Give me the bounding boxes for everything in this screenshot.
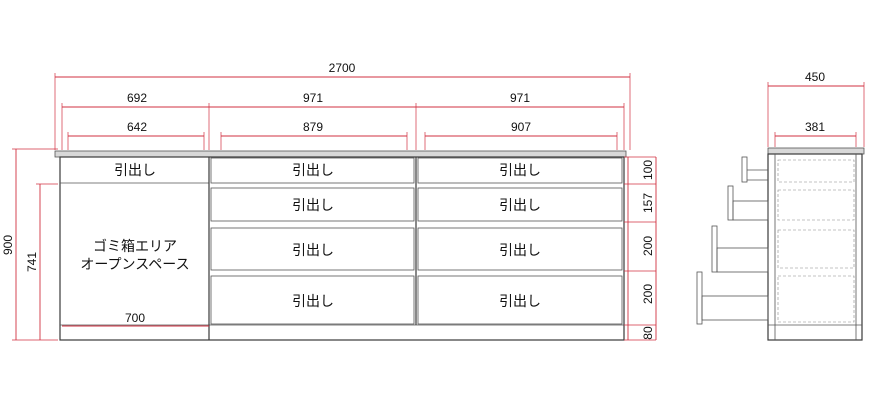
side-drawer-body-2: [732, 200, 769, 221]
dim-height-4: 200: [641, 284, 655, 304]
dim-side-inner-depth: 381: [805, 120, 825, 134]
side-drawer-body-4: [701, 295, 769, 321]
drawer-3-2: [417, 187, 623, 222]
open-space-label: オープンスペース: [80, 257, 189, 273]
drawer-label: 引出し: [499, 243, 541, 259]
dim-height-5: 80: [641, 326, 655, 340]
drawer-3-3: [417, 227, 623, 271]
front-carcass: [59, 156, 625, 341]
side-drawer-box-3: [777, 229, 855, 269]
drawer-label: 引出し: [499, 163, 541, 179]
dim-total-width: 2700: [329, 61, 356, 75]
drawer-label: 引出し: [292, 243, 334, 259]
front-view: 引出し 引出し 引出し 引出し 引出し 引出し 引出し 引出し 引出し ゴミ箱エ…: [54, 150, 627, 341]
drawer-2-1: [210, 157, 415, 184]
countertop: [54, 150, 627, 158]
dim-total-height: 900: [1, 235, 15, 255]
dim-inner-2: 879: [303, 120, 323, 134]
drawer-2-3: [210, 227, 415, 271]
drawer-2-4: [210, 275, 415, 325]
side-drawer-body-3: [716, 247, 769, 273]
side-countertop: [767, 147, 865, 155]
side-drawer-box-1: [777, 159, 855, 183]
dim-width-2: 971: [303, 91, 323, 105]
drawer-label: 引出し: [499, 294, 541, 310]
side-view: 450 381: [696, 70, 865, 341]
dim-inner-1: 642: [127, 120, 147, 134]
dim-inner-3: 907: [511, 120, 531, 134]
drawer-label: 引出し: [499, 198, 541, 214]
drawer-label: 引出し: [292, 198, 334, 214]
side-drawer-front-2: [727, 185, 734, 221]
drawer-label: 引出し: [292, 163, 334, 179]
side-drawer-box-2: [777, 189, 855, 221]
drawer-label: 引出し: [292, 294, 334, 310]
side-drawer-front-3: [711, 225, 718, 273]
dim-width-1: 692: [127, 91, 147, 105]
drawer-label: 引出し: [114, 163, 156, 179]
dim-trash-width: 700: [125, 311, 145, 325]
dim-inner-height: 741: [25, 252, 39, 272]
dim-height-3: 200: [641, 236, 655, 256]
front-dimensions: 2700 692 971 971 642 879 907 700 900: [1, 61, 657, 341]
dim-height-1: 100: [641, 160, 655, 180]
drawer-2-2: [210, 187, 415, 222]
dim-height-2: 157: [641, 193, 655, 213]
side-carcass: [767, 153, 863, 341]
trash-area-label: ゴミ箱エリア: [93, 238, 177, 255]
side-drawer-front-4: [696, 271, 703, 325]
side-drawer-box-4: [777, 275, 855, 323]
dim-side-depth: 450: [805, 70, 825, 84]
dim-width-3: 971: [510, 91, 530, 105]
side-drawer-front-1: [741, 156, 748, 183]
drawer-3-4: [417, 275, 623, 325]
drawer-3-1: [417, 157, 623, 184]
